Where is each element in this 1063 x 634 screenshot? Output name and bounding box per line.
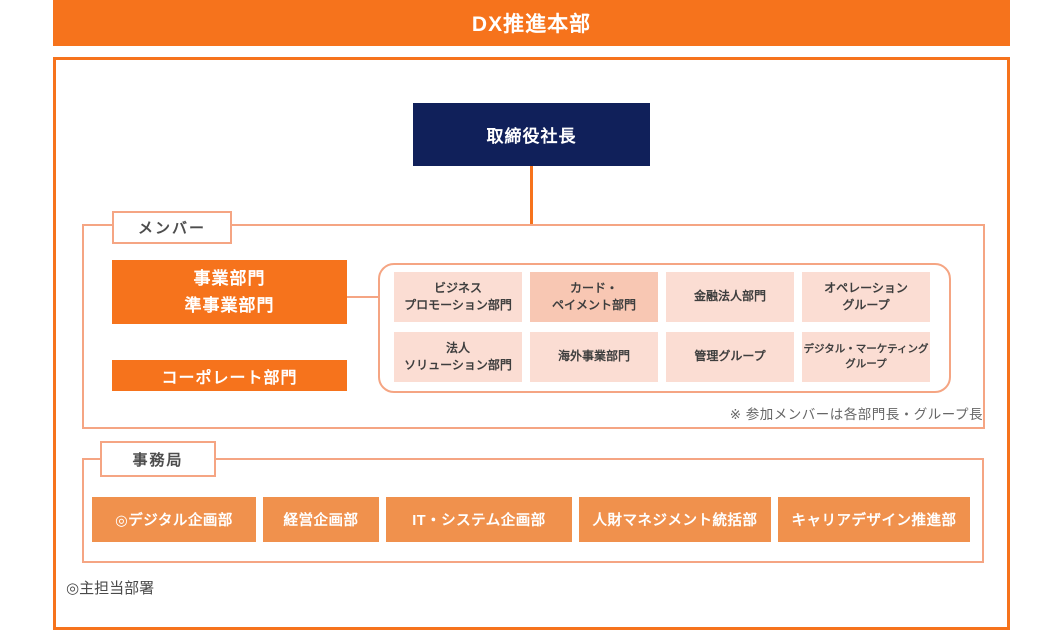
secretariat-node: ◎デジタル企画部 — [92, 497, 256, 542]
member-section-label-text: メンバー — [137, 220, 206, 237]
business-connector-line — [347, 296, 378, 298]
department-node: デジタル・マーケティング グループ — [802, 332, 930, 382]
corporate-division-label: コーポレート部門 — [161, 369, 298, 387]
ceo-node-label: 取締役社長 — [486, 127, 577, 146]
department-label: ビジネス プロモーション部門 — [404, 280, 512, 312]
department-grid: ビジネス プロモーション部門 カード・ ペイメント部門 金融法人部門 オペレーシ… — [394, 272, 935, 382]
chart-title: DX推進本部 — [471, 13, 592, 36]
secretariat-node-label: 経営企画部 — [283, 513, 359, 529]
secretariat-node: 人財マネジメント統括部 — [579, 497, 771, 542]
department-label: 金融法人部門 — [693, 289, 766, 304]
ceo-connector-line — [530, 166, 533, 224]
department-label: 海外事業部門 — [557, 349, 630, 364]
department-node: オペレーション グループ — [802, 272, 930, 322]
department-node: 金融法人部門 — [666, 272, 794, 322]
department-label: 法人 ソリューション部門 — [404, 340, 512, 372]
department-label: オペレーション グループ — [824, 280, 908, 312]
secretariat-node-label: IT・システム企画部 — [412, 513, 546, 529]
department-node: 管理グループ — [666, 332, 794, 382]
member-note: ※ 参加メンバーは各部門長・グループ長 — [729, 407, 983, 422]
secretariat-node: キャリアデザイン推進部 — [778, 497, 970, 542]
chart-title-bar: DX推進本部 — [53, 0, 1010, 46]
department-label: デジタル・マーケティング グループ — [803, 342, 929, 370]
ceo-node: 取締役社長 — [413, 103, 650, 166]
department-node: 法人 ソリューション部門 — [394, 332, 522, 382]
secretariat-section-label: 事務局 — [100, 441, 216, 477]
corporate-division-node: コーポレート部門 — [112, 360, 347, 391]
department-node: カード・ ペイメント部門 — [530, 272, 658, 322]
member-section-label: メンバー — [112, 211, 232, 244]
secretariat-node-label: ◎デジタル企画部 — [115, 513, 233, 529]
department-label: 管理グループ — [694, 349, 766, 364]
primary-department-footnote: ◎主担当部署 — [66, 580, 155, 597]
department-node: ビジネス プロモーション部門 — [394, 272, 522, 322]
secretariat-node-label: 人財マネジメント統括部 — [592, 513, 758, 529]
secretariat-section-label-text: 事務局 — [132, 451, 184, 469]
department-node: 海外事業部門 — [530, 332, 658, 382]
secretariat-node-label: キャリアデザイン推進部 — [791, 513, 957, 529]
department-label: カード・ ペイメント部門 — [551, 280, 636, 312]
business-division-label: 事業部門 準事業部門 — [184, 268, 275, 315]
business-division-node: 事業部門 準事業部門 — [112, 260, 347, 324]
secretariat-node: 経営企画部 — [263, 497, 379, 542]
secretariat-node: IT・システム企画部 — [386, 497, 572, 542]
